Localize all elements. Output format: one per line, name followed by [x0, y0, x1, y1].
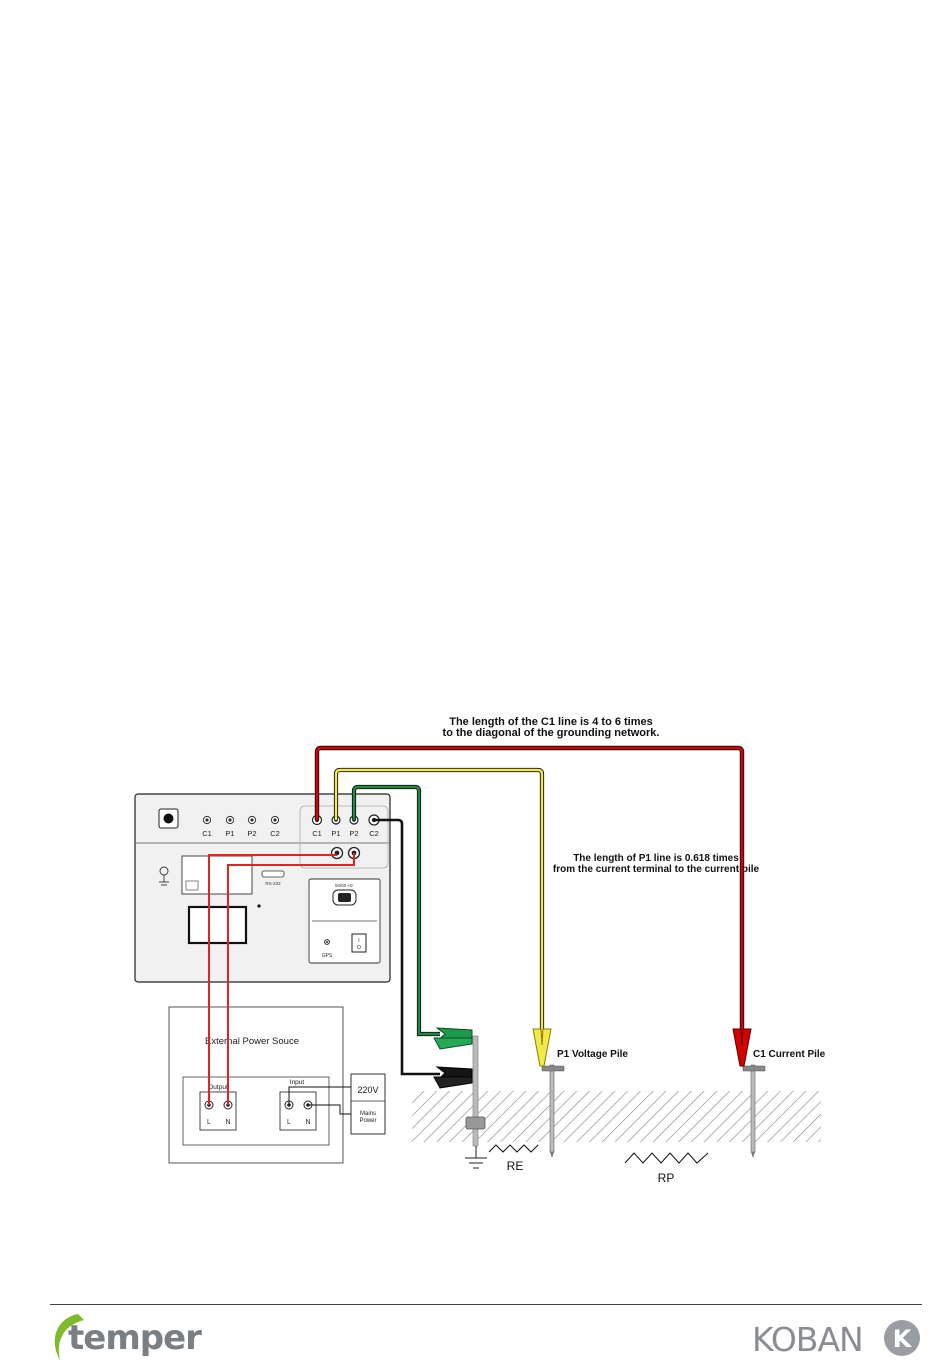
power-switch[interactable]: [351, 933, 367, 953]
mains-wire-n: [227, 853, 355, 1105]
rs232-port-icon: [261, 870, 285, 878]
rp-resistance-icon: [624, 1152, 709, 1164]
svg-text:K: K: [893, 1325, 913, 1353]
p1-voltage-pile: [532, 1028, 565, 1158]
ground-icon: [159, 866, 169, 886]
switch-on-label: I: [358, 938, 359, 944]
c1-length-note-line2: to the diagonal of the grounding network…: [443, 727, 660, 739]
mains-label-line2: Power: [359, 1118, 376, 1124]
c1-clip-icon: [732, 1028, 752, 1067]
c1-pile-label: C1 Current Pile: [753, 1049, 826, 1060]
terminal-label: C2: [270, 829, 280, 838]
p1-clip-icon: [532, 1028, 552, 1067]
external-power-source: External Power Souce Output L N Input L …: [168, 1006, 386, 1164]
instrument-panel: C1 P1 P2 C2 C1 P1 P2 C2: [134, 793, 391, 983]
temper-wordmark: temper: [68, 1318, 202, 1358]
grounding-electrode: [465, 1035, 487, 1169]
koban-logo: KOBAN K: [752, 1318, 924, 1362]
output-label: Output: [208, 1084, 228, 1091]
terminal-label: C1: [202, 829, 212, 838]
display-screen: [187, 905, 248, 945]
power-source-title: External Power Souce: [205, 1036, 299, 1047]
input-l-label: L: [287, 1119, 291, 1126]
footer-rule: [50, 1304, 922, 1305]
switch-off-label: O: [357, 945, 361, 951]
input-n-label: N: [305, 1119, 310, 1126]
terminal-label: P1: [225, 829, 234, 838]
terminal-label: P2: [247, 829, 256, 838]
frequency-label: 50/60 Hz: [335, 883, 354, 888]
re-label: RE: [507, 1159, 524, 1173]
koban-mark-icon: K: [884, 1320, 920, 1356]
p1-length-note-line2: from the current terminal to the current…: [553, 864, 760, 875]
temper-logo: temper: [50, 1312, 202, 1368]
c2-wire: [374, 818, 440, 1076]
p1-length-note-line1: The length of P1 line is 0.618 times: [573, 853, 739, 864]
output-n-label: N: [225, 1119, 230, 1126]
terminal-label: C2: [369, 829, 379, 838]
terminal-label: P1: [331, 829, 340, 838]
printer-slot: [181, 855, 253, 895]
koban-wordmark: KOBAN: [752, 1320, 864, 1359]
p2-clip: [433, 1027, 473, 1050]
c2-clip: [433, 1066, 473, 1089]
terminal-label: P2: [349, 829, 358, 838]
re-resistance-icon: [488, 1144, 539, 1153]
p1-pile-label: P1 Voltage Pile: [557, 1049, 628, 1060]
mains-voltage-label: 220V: [357, 1085, 378, 1095]
output-l-label: L: [207, 1119, 211, 1126]
c1-current-pile: [732, 1028, 766, 1158]
mains-wire-l: [208, 854, 337, 1105]
c1-length-note-line1: The length of the C1 line is 4 to 6 time…: [449, 716, 653, 728]
rs232-label: RS-232: [265, 881, 281, 886]
terminal-label: C1: [312, 829, 322, 838]
left-terminal-group: C1 P1 P2 C2: [202, 815, 280, 838]
rp-label: RP: [658, 1171, 675, 1185]
mains-label-line1: Mains: [360, 1111, 376, 1117]
input-label: Input: [290, 1079, 305, 1086]
gps-label: GPS: [322, 953, 333, 959]
